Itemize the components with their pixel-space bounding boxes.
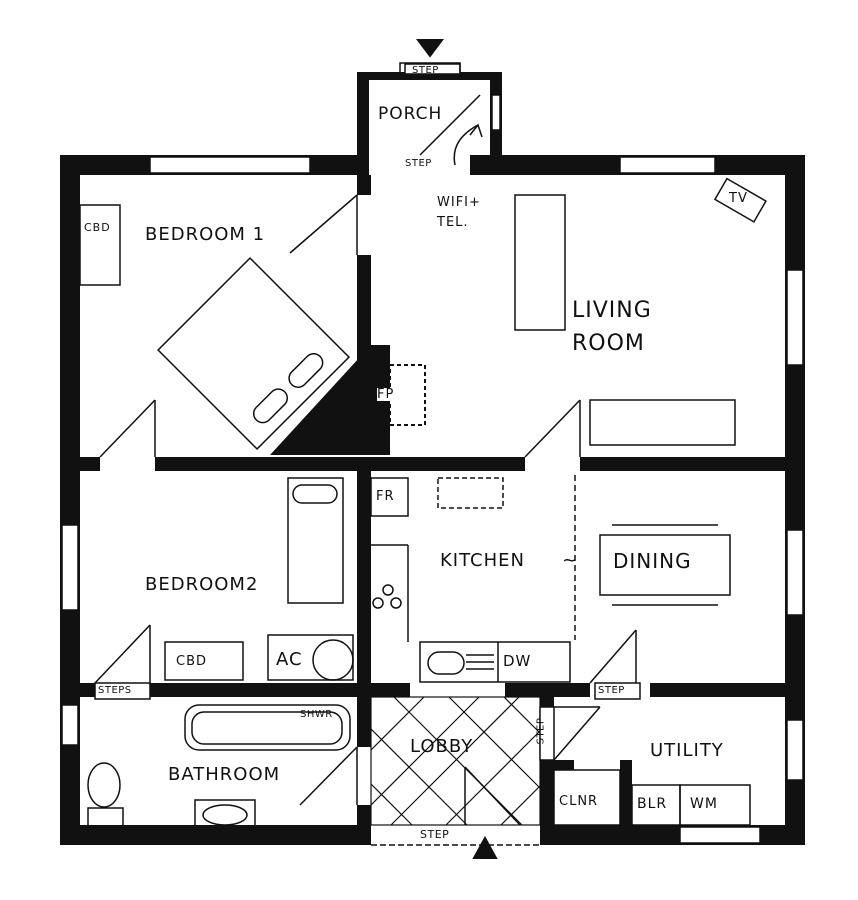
- step-label-lobby-side: STEP: [535, 717, 547, 745]
- room-label-tilde: ~: [562, 550, 579, 571]
- room-label-living-line1: LIVING: [572, 298, 652, 323]
- furniture: [79, 62, 767, 846]
- step-label-porch-top: STEP: [412, 65, 439, 76]
- entry-arrow-top: [416, 39, 444, 58]
- fixture-label-fp: FP: [377, 387, 395, 402]
- fixture-label-cbd-bedroom1: CBD: [84, 221, 111, 234]
- fixture-label-wm: WM: [690, 796, 718, 812]
- room-label-lobby: LOBBY: [410, 736, 474, 757]
- room-label-porch: PORCH: [378, 104, 443, 124]
- fixture-label-tel: TEL.: [437, 215, 469, 230]
- room-label-kitchen: KITCHEN: [440, 550, 525, 571]
- room-label-bedroom1: BEDROOM 1: [145, 224, 266, 245]
- step-label-dining: STEP: [598, 685, 625, 696]
- step-label-bottom: STEP: [420, 828, 450, 841]
- step-label-porch-inner: STEP: [405, 158, 432, 169]
- interior-walls: [80, 175, 785, 845]
- fireplace-hearth: [389, 364, 426, 426]
- entry-arrow-bottom: [472, 835, 498, 859]
- fixture-label-ac: AC: [276, 649, 303, 670]
- lobby-tiles: [370, 696, 541, 826]
- room-label-bathroom: BATHROOM: [168, 764, 281, 785]
- windows: [61, 63, 804, 844]
- room-label-utility: UTILITY: [650, 740, 724, 761]
- fixture-label-clnr: CLNR: [559, 794, 599, 809]
- fixture-label-blr: BLR: [637, 796, 668, 812]
- room-label-living-line2: ROOM: [572, 331, 645, 356]
- fixture-label-shwr: SHWR: [300, 709, 333, 720]
- room-label-bedroom2: BEDROOM2: [145, 574, 259, 595]
- room-label-dining: DINING: [613, 549, 692, 573]
- fixture-label-cbd-bedroom2: CBD: [176, 654, 208, 669]
- fixture-label-dw: DW: [503, 652, 532, 670]
- fixture-label-tv: TV: [729, 191, 748, 206]
- fixture-label-fr: FR: [376, 489, 395, 504]
- step-label-bedroom2: STEPS: [98, 685, 132, 696]
- fixture-label-wifi: WIFI+: [437, 195, 481, 210]
